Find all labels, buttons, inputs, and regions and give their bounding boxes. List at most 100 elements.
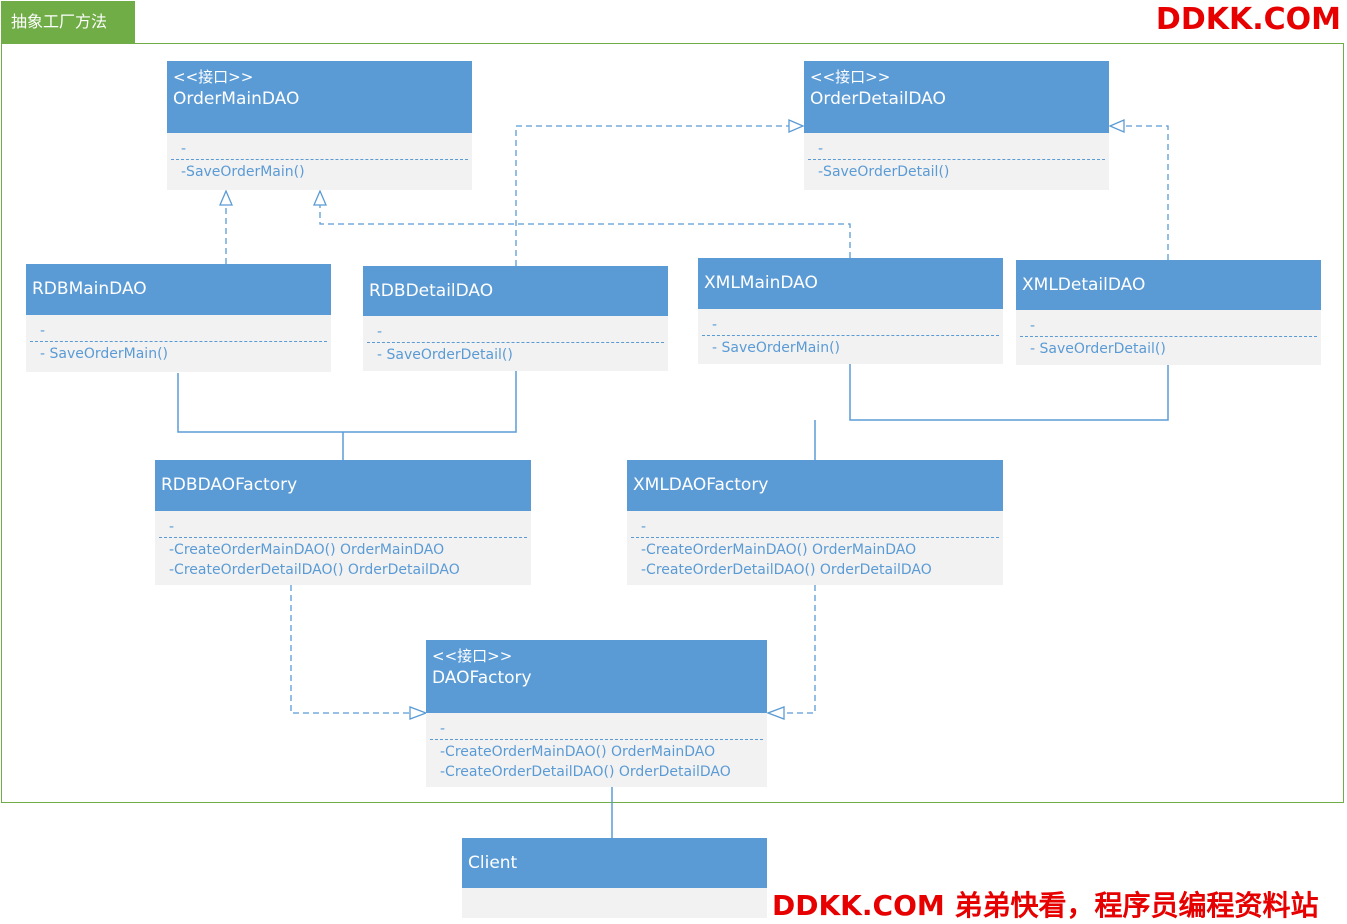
class-name: RDBMainDAO [32, 279, 147, 299]
operation: -CreateOrderDetailDAO() OrderDetailDAO [440, 764, 731, 780]
class-xml-main-dao: XMLMainDAO - - SaveOrderMain() [698, 258, 1003, 364]
operation: -CreateOrderDetailDAO() OrderDetailDAO [641, 562, 932, 578]
separator [702, 335, 999, 336]
class-header: RDBDAOFactory [155, 460, 531, 511]
operation: -CreateOrderDetailDAO() OrderDetailDAO [169, 562, 460, 578]
operation: -CreateOrderMainDAO() OrderMainDAO [440, 744, 716, 760]
separator [430, 739, 763, 740]
class-client: Client [462, 838, 767, 918]
stereotype-label: <<接口>> [173, 68, 254, 86]
attribute: - [169, 519, 175, 535]
operations: -CreateOrderMainDAO() OrderMainDAO -Crea… [430, 740, 763, 782]
operation: - SaveOrderDetail() [377, 347, 513, 363]
attribute: - [377, 324, 383, 340]
class-body: - -CreateOrderMainDAO() OrderMainDAO -Cr… [155, 511, 531, 585]
stereotype-label: <<接口>> [432, 647, 513, 665]
watermark-bottom: DDKK.COM 弟弟快看，程序员编程资料站 [772, 889, 1319, 922]
class-body: - - SaveOrderDetail() [363, 316, 668, 371]
arrowhead-orderdetail-left [788, 119, 805, 133]
operation: -CreateOrderMainDAO() OrderMainDAO [169, 542, 445, 558]
arrowhead-ordermain-right [313, 189, 327, 206]
attribute: - [641, 519, 647, 535]
attribute: - [181, 141, 187, 157]
separator [159, 537, 527, 538]
separator [808, 159, 1105, 160]
operations: -CreateOrderMainDAO() OrderMainDAO -Crea… [159, 538, 527, 580]
class-header: Client [462, 838, 767, 888]
class-body: - -SaveOrderMain() [167, 133, 472, 190]
class-xml-detail-dao: XMLDetailDAO - - SaveOrderDetail() [1016, 260, 1321, 365]
attribute: - [818, 141, 824, 157]
class-header: RDBMainDAO [26, 264, 331, 315]
stereotype-label: <<接口>> [810, 68, 891, 86]
class-body: - - SaveOrderDetail() [1016, 310, 1321, 365]
frame-title: 抽象工厂方法 [1, 1, 135, 43]
separator [171, 159, 468, 160]
arrowhead-daofactory-right [766, 706, 785, 720]
class-header: XMLDetailDAO [1016, 260, 1321, 310]
class-name: Client [468, 853, 518, 873]
class-body: - -CreateOrderMainDAO() OrderMainDAO -Cr… [426, 713, 767, 787]
class-name: OrderMainDAO [173, 89, 300, 109]
assoc-xmlfactory-products [814, 364, 1169, 460]
separator [367, 342, 664, 343]
attribute: - [1030, 318, 1036, 334]
class-rdb-detail-dao: RDBDetailDAO - - SaveOrderDetail() [363, 266, 668, 371]
operation: - SaveOrderMain() [40, 346, 168, 362]
class-rdb-main-dao: RDBMainDAO - - SaveOrderMain() [26, 264, 331, 372]
class-body: - -SaveOrderDetail() [804, 133, 1109, 190]
class-header: <<接口>> OrderMainDAO [167, 61, 472, 133]
arrowhead-daofactory-left [409, 706, 428, 720]
class-header: <<接口>> OrderDetailDAO [804, 61, 1109, 133]
class-name: XMLDetailDAO [1022, 275, 1146, 295]
realize-xmldetail-orderdetail [1124, 125, 1169, 260]
separator [631, 537, 999, 538]
operations: - SaveOrderDetail() [367, 343, 664, 365]
class-header: XMLMainDAO [698, 258, 1003, 309]
arrowhead-ordermain-left [219, 189, 233, 206]
class-header: <<接口>> DAOFactory [426, 640, 767, 713]
class-body [462, 888, 767, 918]
class-rdb-dao-factory: RDBDAOFactory - -CreateOrderMainDAO() Or… [155, 460, 531, 585]
class-name: XMLDAOFactory [633, 475, 769, 495]
class-dao-factory: <<接口>> DAOFactory - -CreateOrderMainDAO(… [426, 640, 767, 787]
class-header: RDBDetailDAO [363, 266, 668, 316]
operations: -SaveOrderMain() [171, 160, 468, 182]
separator [1020, 336, 1317, 337]
separator [30, 341, 327, 342]
operations: - SaveOrderMain() [702, 336, 999, 358]
arrowhead-orderdetail-right [1108, 119, 1125, 133]
assoc-rdbfactory-products [177, 371, 517, 460]
class-body: - - SaveOrderMain() [26, 315, 331, 372]
realize-xmlmain-ordermain [319, 205, 851, 258]
diagram-frame [1, 43, 1344, 803]
class-body: - -CreateOrderMainDAO() OrderMainDAO -Cr… [627, 511, 1003, 585]
realize-rdbfactory-daofactory [290, 585, 410, 714]
operation: -SaveOrderDetail() [818, 164, 950, 180]
operation: -SaveOrderMain() [181, 164, 305, 180]
class-body: - - SaveOrderMain() [698, 309, 1003, 364]
operation: - SaveOrderMain() [712, 340, 840, 356]
operations: - SaveOrderMain() [30, 342, 327, 364]
operation: - SaveOrderDetail() [1030, 341, 1166, 357]
attribute: - [712, 317, 718, 333]
operations: - SaveOrderDetail() [1020, 337, 1317, 359]
class-name: OrderDetailDAO [810, 89, 946, 109]
class-order-main-dao: <<接口>> OrderMainDAO - -SaveOrderMain() [167, 61, 472, 190]
watermark-top: DDKK.COM [1155, 2, 1341, 37]
class-name: XMLMainDAO [704, 273, 818, 293]
operations: -CreateOrderMainDAO() OrderMainDAO -Crea… [631, 538, 999, 580]
class-xml-dao-factory: XMLDAOFactory - -CreateOrderMainDAO() Or… [627, 460, 1003, 585]
attribute: - [440, 721, 446, 737]
class-header: XMLDAOFactory [627, 460, 1003, 511]
class-name: RDBDAOFactory [161, 475, 298, 495]
class-order-detail-dao: <<接口>> OrderDetailDAO - -SaveOrderDetail… [804, 61, 1109, 190]
realize-rdbdetail-orderdetail [515, 125, 789, 266]
operations: -SaveOrderDetail() [808, 160, 1105, 182]
class-name: RDBDetailDAO [369, 281, 494, 301]
attribute: - [40, 323, 46, 339]
class-name: DAOFactory [432, 668, 532, 688]
realize-xmlfactory-daofactory [784, 585, 816, 714]
operation: -CreateOrderMainDAO() OrderMainDAO [641, 542, 917, 558]
